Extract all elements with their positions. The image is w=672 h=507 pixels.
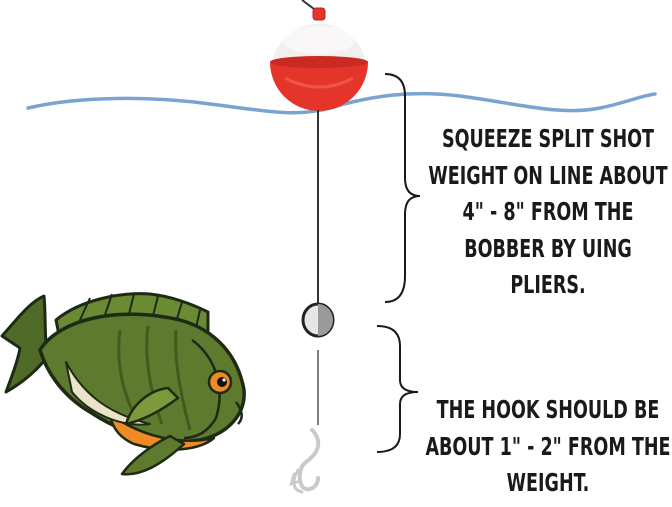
hook-icon <box>291 430 318 492</box>
split-shot-line-3: 4" - 8" FROM THE <box>425 194 671 231</box>
split-shot-line-1: SQUEEZE SPLIT SHOT <box>425 121 671 158</box>
bobber-icon <box>270 8 368 111</box>
bluegill-fish-icon <box>2 294 244 475</box>
brace-icon-hook <box>377 326 418 452</box>
split-shot-line-5: PLIERS. <box>425 267 671 304</box>
hook-line-3: WEIGHT. <box>425 465 671 502</box>
split-shot-weight-icon <box>303 304 333 336</box>
brace-icon-split-shot <box>385 74 420 302</box>
hook-line-2: ABOUT 1" - 2" FROM THE <box>425 429 671 466</box>
hook-instructions: THE HOOK SHOULD BE ABOUT 1" - 2" FROM TH… <box>425 392 671 502</box>
hook-line-1: THE HOOK SHOULD BE <box>425 392 671 429</box>
split-shot-instructions: SQUEEZE SPLIT SHOT WEIGHT ON LINE ABOUT … <box>425 121 671 304</box>
split-shot-line-2: WEIGHT ON LINE ABOUT <box>425 158 671 195</box>
split-shot-line-4: BOBBER BY UING <box>425 231 671 268</box>
